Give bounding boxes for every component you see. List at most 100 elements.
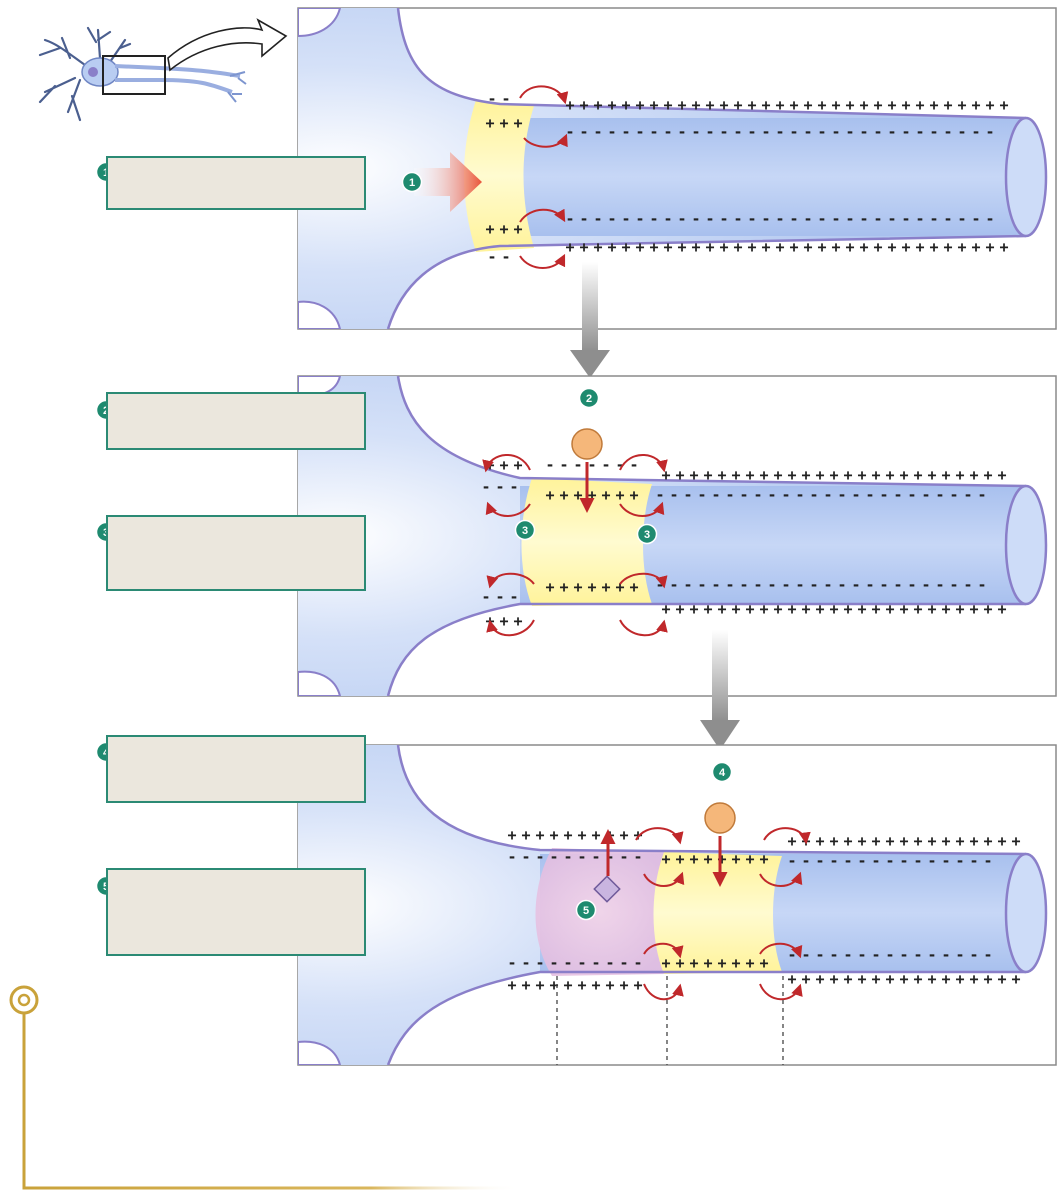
negative-charge: - xyxy=(899,946,908,964)
negative-charge: - xyxy=(705,123,714,141)
negative-charge: - xyxy=(719,123,728,141)
negative-charge: - xyxy=(801,852,810,870)
negative-charge: - xyxy=(481,478,490,496)
positive-charge: + xyxy=(731,600,740,618)
negative-charge: - xyxy=(943,123,952,141)
negative-charge: - xyxy=(929,123,938,141)
positive-charge: + xyxy=(885,466,894,484)
positive-charge: + xyxy=(997,970,1006,988)
negative-charge: - xyxy=(815,946,824,964)
positive-charge: + xyxy=(747,96,756,114)
negative-charge: - xyxy=(941,852,950,870)
neuron-locator xyxy=(38,18,288,122)
negative-charge: - xyxy=(781,486,790,504)
negative-charge: - xyxy=(521,954,530,972)
positive-charge: + xyxy=(545,486,554,504)
positive-charge: + xyxy=(773,600,782,618)
positive-charge: + xyxy=(873,238,882,256)
positive-charge: + xyxy=(675,466,684,484)
positive-charge: + xyxy=(955,600,964,618)
negative-charge: - xyxy=(697,576,706,594)
target-ring-icon xyxy=(9,985,39,1015)
negative-charge: - xyxy=(635,210,644,228)
negative-charge: - xyxy=(649,123,658,141)
positive-charge: + xyxy=(941,466,950,484)
positive-charge: + xyxy=(787,970,796,988)
potassium-ion-icon xyxy=(593,875,621,903)
negative-charge: - xyxy=(487,248,496,266)
negative-charge: - xyxy=(935,486,944,504)
negative-charge: - xyxy=(565,210,574,228)
positive-charge: + xyxy=(615,578,624,596)
answer-box-5[interactable] xyxy=(106,868,366,956)
positive-charge: + xyxy=(815,600,824,618)
positive-charge: + xyxy=(745,466,754,484)
svg-text:5: 5 xyxy=(583,905,589,917)
positive-charge: + xyxy=(521,826,530,844)
negative-charge: - xyxy=(663,210,672,228)
negative-charge: - xyxy=(865,576,874,594)
positive-charge: + xyxy=(689,466,698,484)
positive-charge: + xyxy=(943,96,952,114)
negative-charge: - xyxy=(619,848,628,866)
positive-charge: + xyxy=(871,832,880,850)
positive-charge: + xyxy=(499,114,508,132)
negative-charge: - xyxy=(565,123,574,141)
transition-arrow-1 xyxy=(570,262,610,378)
negative-charge: - xyxy=(985,123,994,141)
negative-charge: - xyxy=(563,848,572,866)
negative-charge: - xyxy=(837,576,846,594)
negative-charge: - xyxy=(893,576,902,594)
negative-charge: - xyxy=(593,210,602,228)
positive-charge: + xyxy=(621,238,630,256)
positive-charge: + xyxy=(927,970,936,988)
positive-charge: + xyxy=(927,832,936,850)
positive-charge: + xyxy=(913,466,922,484)
positive-charge: + xyxy=(787,600,796,618)
negative-charge: - xyxy=(957,210,966,228)
positive-charge: + xyxy=(717,600,726,618)
positive-charge: + xyxy=(955,466,964,484)
positive-charge: + xyxy=(983,600,992,618)
positive-charge: + xyxy=(717,466,726,484)
positive-charge: + xyxy=(857,970,866,988)
axon-end-cap xyxy=(1004,116,1048,238)
stimulus-arrow-icon xyxy=(414,152,482,212)
positive-charge: + xyxy=(745,600,754,618)
positive-charge: + xyxy=(619,826,628,844)
positive-charge: + xyxy=(913,600,922,618)
positive-charge: + xyxy=(691,96,700,114)
positive-charge: + xyxy=(857,466,866,484)
answer-box-1[interactable] xyxy=(106,156,366,210)
positive-charge: + xyxy=(731,850,740,868)
positive-charge: + xyxy=(649,238,658,256)
positive-charge: + xyxy=(587,486,596,504)
negative-charge: - xyxy=(871,852,880,870)
positive-charge: + xyxy=(1011,970,1020,988)
positive-charge: + xyxy=(719,238,728,256)
positive-charge: + xyxy=(885,600,894,618)
positive-charge: + xyxy=(633,976,642,994)
negative-charge: - xyxy=(747,123,756,141)
gold-leader xyxy=(9,985,520,1190)
locator-box xyxy=(102,55,166,95)
negative-charge: - xyxy=(971,210,980,228)
negative-charge: - xyxy=(789,210,798,228)
positive-charge: + xyxy=(513,612,522,630)
negative-charge: - xyxy=(587,456,596,474)
positive-charge: + xyxy=(615,486,624,504)
negative-charge: - xyxy=(815,852,824,870)
answer-box-4[interactable] xyxy=(106,735,366,803)
positive-charge: + xyxy=(677,96,686,114)
positive-charge: + xyxy=(573,578,582,596)
negative-charge: - xyxy=(803,210,812,228)
negative-charge: - xyxy=(669,576,678,594)
negative-charge: - xyxy=(873,210,882,228)
positive-charge: + xyxy=(759,600,768,618)
positive-charge: + xyxy=(507,976,516,994)
positive-charge: + xyxy=(845,238,854,256)
negative-charge: - xyxy=(915,123,924,141)
positive-charge: + xyxy=(545,578,554,596)
answer-box-3[interactable] xyxy=(106,515,366,591)
answer-box-2[interactable] xyxy=(106,392,366,450)
